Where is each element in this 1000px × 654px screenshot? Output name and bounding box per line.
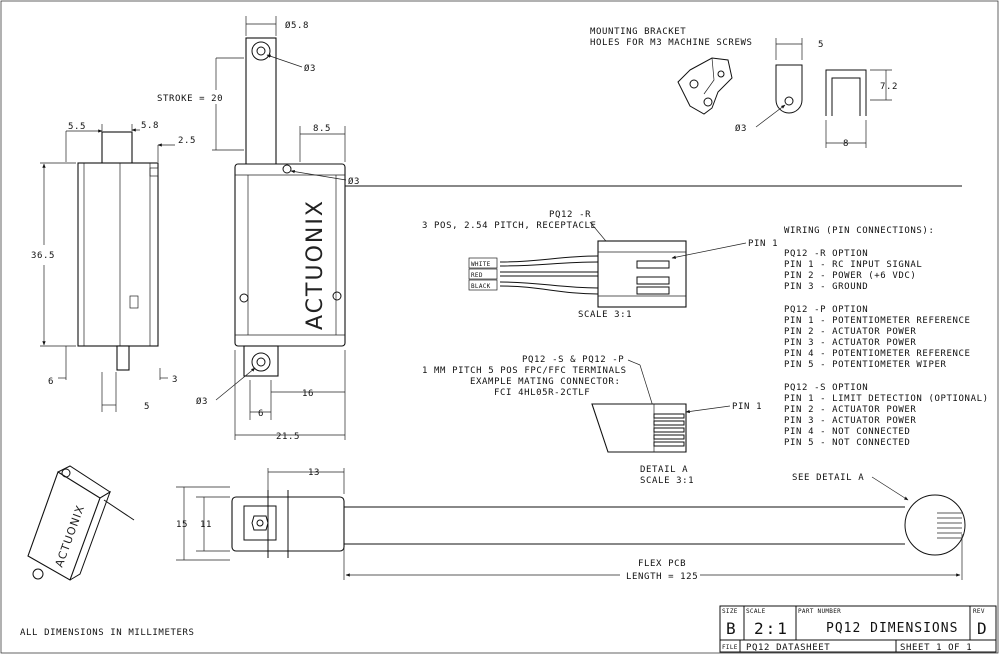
- connector-r: PQ12 -R 3 POS, 2.54 PITCH, RECEPTACLE PI…: [422, 210, 778, 320]
- tb-scale: 2:1: [754, 619, 789, 638]
- tb-rev: D: [977, 619, 989, 638]
- p-option-title: PQ12 -P OPTION: [784, 305, 868, 315]
- dim-dia-5-8: Ø5.8: [285, 20, 309, 31]
- wiring-list: WIRING (PIN CONNECTIONS): PQ12 -R OPTION…: [784, 226, 989, 448]
- dimensions-note: ALL DIMENSIONS IN MILLIMETERS: [20, 628, 195, 638]
- dim-6-front: 6: [258, 409, 264, 419]
- mounting-bracket: MOUNTING BRACKET HOLES FOR M3 MACHINE SC…: [590, 27, 898, 149]
- connector-sp: PQ12 -S & PQ12 -P 1 MM PITCH 5 POS FPC/F…: [422, 355, 762, 486]
- bracket-dim-7-2: 7.2: [880, 82, 898, 92]
- conn-sp-label-2: 1 MM PITCH 5 POS FPC/FFC TERMINALS: [422, 366, 627, 376]
- s-option-title: PQ12 -S OPTION: [784, 383, 868, 393]
- bracket-dim-8: 8: [843, 139, 849, 149]
- wire-red: RED: [471, 272, 483, 279]
- flex-pcb-label: FLEX PCB: [638, 559, 686, 569]
- tb-rev-label: REV: [973, 608, 985, 615]
- dim-21-5: 21.5: [276, 432, 300, 442]
- conn-r-pin1: PIN 1: [748, 239, 778, 249]
- conn-r-label-1: PQ12 -R: [549, 210, 591, 220]
- dim-screw-hole: Ø3: [348, 176, 360, 187]
- tb-part: PQ12 DIMENSIONS: [826, 621, 958, 636]
- r-pin-1: PIN 1 - RC INPUT SIGNAL: [784, 260, 922, 270]
- front-view: ACTUONIX Ø5.8 Ø3 STROKE = 20 8.5 Ø3 Ø3 6…: [157, 16, 360, 442]
- dim-2-5: 2.5: [178, 136, 196, 146]
- dim-16: 16: [302, 389, 314, 399]
- conn-sp-label-1: PQ12 -S & PQ12 -P: [522, 355, 624, 365]
- tb-file-label: FILE: [722, 644, 738, 651]
- dim-5: 5: [144, 402, 150, 412]
- s-pin-2: PIN 2 - ACTUATOR POWER: [784, 405, 916, 415]
- stroke-label: STROKE = 20: [157, 94, 223, 104]
- s-pin-4: PIN 4 - NOT CONNECTED: [784, 427, 910, 437]
- dim-6: 6: [48, 377, 54, 387]
- conn-r-scale: SCALE 3:1: [578, 310, 632, 320]
- conn-r-label-2: 3 POS, 2.54 PITCH, RECEPTACLE: [422, 221, 597, 231]
- r-option-title: PQ12 -R OPTION: [784, 249, 868, 259]
- dim-36-5: 36.5: [31, 251, 55, 261]
- detail-a-label: DETAIL A: [640, 465, 688, 475]
- p-pin-3: PIN 3 - ACTUATOR POWER: [784, 338, 916, 348]
- dim-3: 3: [172, 375, 178, 385]
- bracket-title-1: MOUNTING BRACKET: [590, 27, 686, 37]
- conn-sp-pin1: PIN 1: [732, 402, 762, 412]
- p-pin-4: PIN 4 - POTENTIOMETER REFERENCE: [784, 349, 971, 359]
- dim-13: 13: [308, 468, 320, 478]
- wire-white: WHITE: [471, 261, 491, 268]
- conn-sp-label-3: EXAMPLE MATING CONNECTOR:: [470, 377, 620, 387]
- flex-length-label: LENGTH = 125: [626, 572, 698, 582]
- r-pin-3: PIN 3 - GROUND: [784, 282, 868, 292]
- conn-sp-label-4: FCI 4HL05R-2CTLF: [494, 388, 590, 398]
- dim-5-8: 5.8: [141, 121, 159, 131]
- bracket-dim-5: 5: [818, 40, 824, 50]
- dim-top-hole: Ø3: [304, 63, 316, 74]
- tb-scale-label: SCALE: [746, 608, 766, 615]
- s-pin-3: PIN 3 - ACTUATOR POWER: [784, 416, 916, 426]
- actuonix-logo: ACTUONIX: [303, 199, 328, 330]
- bracket-title-2: HOLES FOR M3 MACHINE SCREWS: [590, 38, 753, 48]
- dim-bottom-hole: Ø3: [196, 396, 208, 407]
- tb-sheet: SHEET 1 OF 1: [900, 643, 972, 653]
- bottom-view: SEE DETAIL A 13 15 11 FLEX PCB LENGTH = …: [176, 468, 966, 582]
- r-pin-2: PIN 2 - POWER (+6 VDC): [784, 271, 916, 281]
- bracket-hole: Ø3: [735, 123, 747, 134]
- s-pin-1: PIN 1 - LIMIT DETECTION (OPTIONAL): [784, 394, 989, 404]
- dim-5-5: 5.5: [68, 122, 86, 132]
- title-block: SIZE B SCALE 2:1 PART NUMBER PQ12 DIMENS…: [719, 605, 997, 653]
- dim-15: 15: [176, 520, 188, 530]
- p-pin-1: PIN 1 - POTENTIOMETER REFERENCE: [784, 316, 971, 326]
- p-pin-2: PIN 2 - ACTUATOR POWER: [784, 327, 916, 337]
- tb-size-label: SIZE: [722, 608, 738, 615]
- dim-8-5: 8.5: [313, 124, 331, 134]
- tb-size: B: [726, 619, 738, 638]
- tb-file: PQ12 DATASHEET: [746, 643, 830, 653]
- detail-a-scale: SCALE 3:1: [640, 476, 694, 486]
- dim-11: 11: [200, 520, 212, 530]
- p-pin-5: PIN 5 - POTENTIOMETER WIPER: [784, 360, 947, 370]
- tb-part-label: PART NUMBER: [798, 608, 841, 615]
- wiring-title: WIRING (PIN CONNECTIONS):: [784, 226, 934, 236]
- wire-black: BLACK: [471, 283, 491, 290]
- see-detail-a: SEE DETAIL A: [792, 473, 864, 483]
- s-pin-5: PIN 5 - NOT CONNECTED: [784, 438, 910, 448]
- iso-view: ACTUONIX: [27, 465, 135, 581]
- side-view: 5.5 5.8 2.5 36.5 6 3 5: [31, 121, 196, 412]
